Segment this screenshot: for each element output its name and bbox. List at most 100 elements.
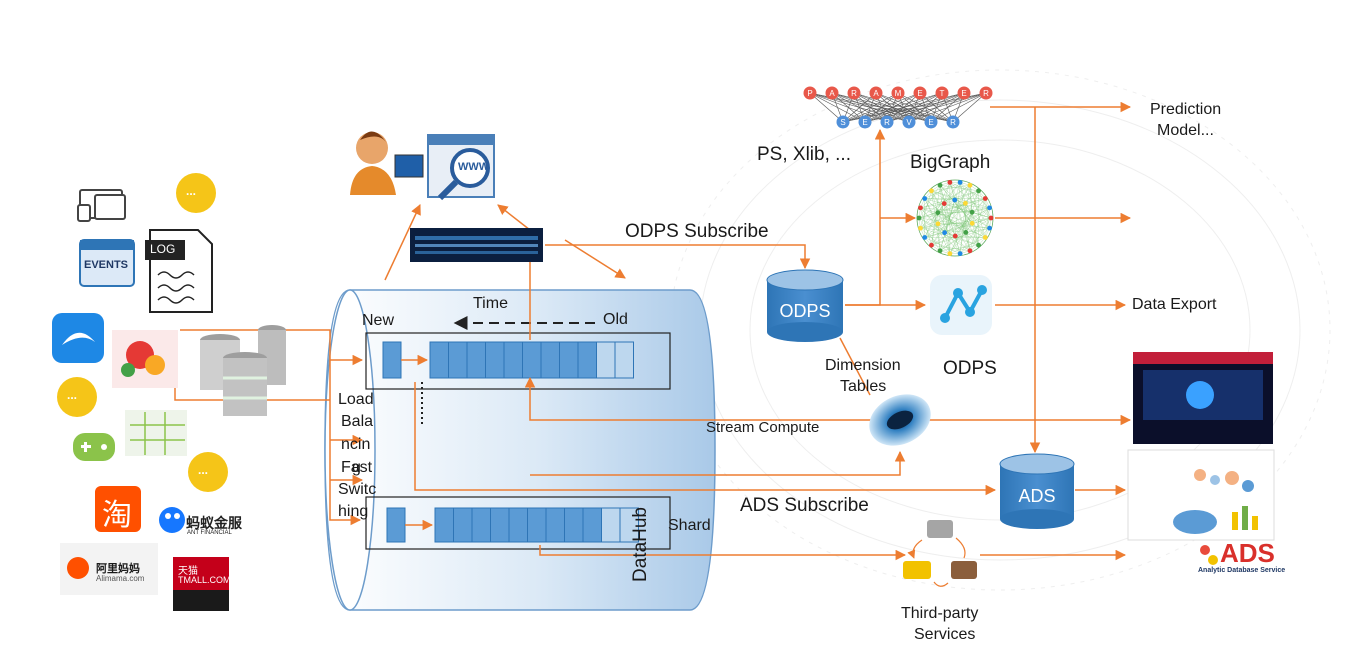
- prediction-model-line-2: Model...: [1157, 122, 1214, 139]
- graph-node: [962, 200, 968, 206]
- graph-node: [922, 235, 928, 240]
- data-export-label: Data Export: [1132, 296, 1217, 313]
- weather-app-icon: [52, 313, 104, 363]
- events-text: EVENTS: [84, 259, 129, 271]
- events-calendar-icon: [79, 239, 135, 287]
- graph-node: [967, 248, 973, 254]
- parameter-node: [891, 86, 905, 100]
- odps-cylinder-label: ODPS: [779, 301, 831, 321]
- ps-xlib-label: PS, Xlib, ...: [757, 144, 851, 165]
- stream-compute-icon: [869, 394, 931, 446]
- queue-cell: [522, 341, 542, 379]
- ads-subscribe-label: ADS Subscribe: [740, 495, 869, 516]
- queue-cell: [448, 341, 468, 379]
- graph-node: [969, 220, 975, 226]
- queue-cell: [564, 507, 584, 543]
- graph-node: [988, 215, 994, 221]
- parameter-node: [847, 86, 861, 100]
- queue-cell: [527, 507, 547, 543]
- graph-node: [969, 209, 975, 215]
- datahub-label: DataHub: [630, 507, 651, 582]
- parameter-node-letter: P: [807, 89, 812, 98]
- queue-cell: [485, 341, 505, 379]
- parameter-node-letter: R: [851, 89, 857, 98]
- graph-node: [952, 233, 958, 239]
- graph-node: [947, 179, 953, 185]
- third-party-line-1: Third-party: [901, 605, 979, 622]
- graph-node: [922, 196, 928, 201]
- graph-node: [918, 225, 923, 231]
- parameter-node: [913, 86, 927, 100]
- queue-cell: [559, 341, 579, 379]
- taobao-text: 淘: [102, 499, 132, 532]
- top-shard-queue: [365, 332, 671, 390]
- alimama-cn-text: 阿里妈妈: [96, 563, 140, 575]
- queue-cell: [434, 507, 454, 543]
- graph-node: [982, 196, 988, 201]
- queue-cell: [601, 507, 621, 543]
- time-label: Time: [473, 295, 508, 312]
- parameter-node: [935, 86, 949, 100]
- chat-bubble-icons: [57, 173, 228, 492]
- load-balancing-line-3: ncin: [341, 436, 371, 453]
- odps-app-icon: [930, 275, 992, 335]
- fast-switching-line-1: Fast: [341, 459, 373, 476]
- load-balancing-line-1: Load: [338, 391, 374, 408]
- tmall-logo: [173, 557, 229, 611]
- biggraph-network-icon: [916, 179, 994, 257]
- www-text: WWW: [458, 161, 490, 173]
- fast-switching-line-2: Switc: [338, 481, 377, 498]
- server-node-letter: S: [840, 118, 845, 127]
- queue-cell: [582, 507, 602, 543]
- load-balancing-line-2: Bala: [341, 413, 374, 430]
- graph-node: [929, 188, 934, 194]
- parameter-node-letter: E: [917, 89, 922, 98]
- graph-node: [952, 197, 958, 203]
- chat-bubble-text-3: ...: [198, 463, 209, 477]
- dimension-tables-line-1: Dimension: [825, 357, 901, 374]
- chat-bubble-text-2: ...: [67, 388, 78, 402]
- map-image: [125, 410, 187, 456]
- ant-financial-en-text: ANT FINANCIAL: [187, 530, 232, 536]
- parameter-node-letter: R: [983, 89, 989, 98]
- queue-cell: [471, 507, 491, 543]
- parameter-node: [869, 86, 883, 100]
- server-node: [946, 115, 960, 129]
- dashboard-screen-image: [1133, 352, 1273, 444]
- graph-node: [941, 201, 947, 206]
- load-balancing-line-4: g: [352, 459, 361, 476]
- graph-node: [935, 210, 941, 216]
- graph-node: [935, 221, 941, 227]
- server-node-letter: V: [906, 118, 912, 127]
- stream-compute-label: Stream Compute: [706, 419, 820, 436]
- alimama-logo: [60, 543, 158, 595]
- queue-cell: [466, 341, 486, 379]
- queue-cell: [503, 341, 523, 379]
- server-node-letter: R: [950, 118, 956, 127]
- queue-cell: [577, 341, 597, 379]
- ads-logo-subtext: Analytic Database Service: [1198, 567, 1286, 574]
- queue-cell: [490, 507, 510, 543]
- fast-switching-line-3: hing: [338, 503, 369, 520]
- queue-cell: [545, 507, 565, 543]
- queue-cell: [614, 341, 634, 379]
- server-node: [858, 115, 872, 129]
- prediction-model-line-1: Prediction: [1150, 101, 1222, 118]
- parameter-node: [957, 86, 971, 100]
- parameter-node-letter: T: [940, 89, 945, 98]
- queue-cell: [540, 341, 560, 379]
- data-flow-arrows: [174, 101, 1132, 561]
- tmall-cn-text: 天猫: [178, 566, 198, 577]
- ant-financial-logo: [159, 507, 185, 533]
- third-party-line-2: Services: [914, 626, 976, 643]
- third-party-services-icon: [903, 520, 977, 587]
- analytics-charts-image: [1127, 449, 1275, 541]
- odps-label: ODPS: [943, 358, 997, 379]
- graph-node: [942, 230, 948, 236]
- ant-financial-cn-text: 蚂蚁金服: [186, 515, 242, 531]
- graph-node: [918, 205, 923, 211]
- parameter-node-letter: E: [961, 89, 966, 98]
- queue-cell: [453, 507, 473, 543]
